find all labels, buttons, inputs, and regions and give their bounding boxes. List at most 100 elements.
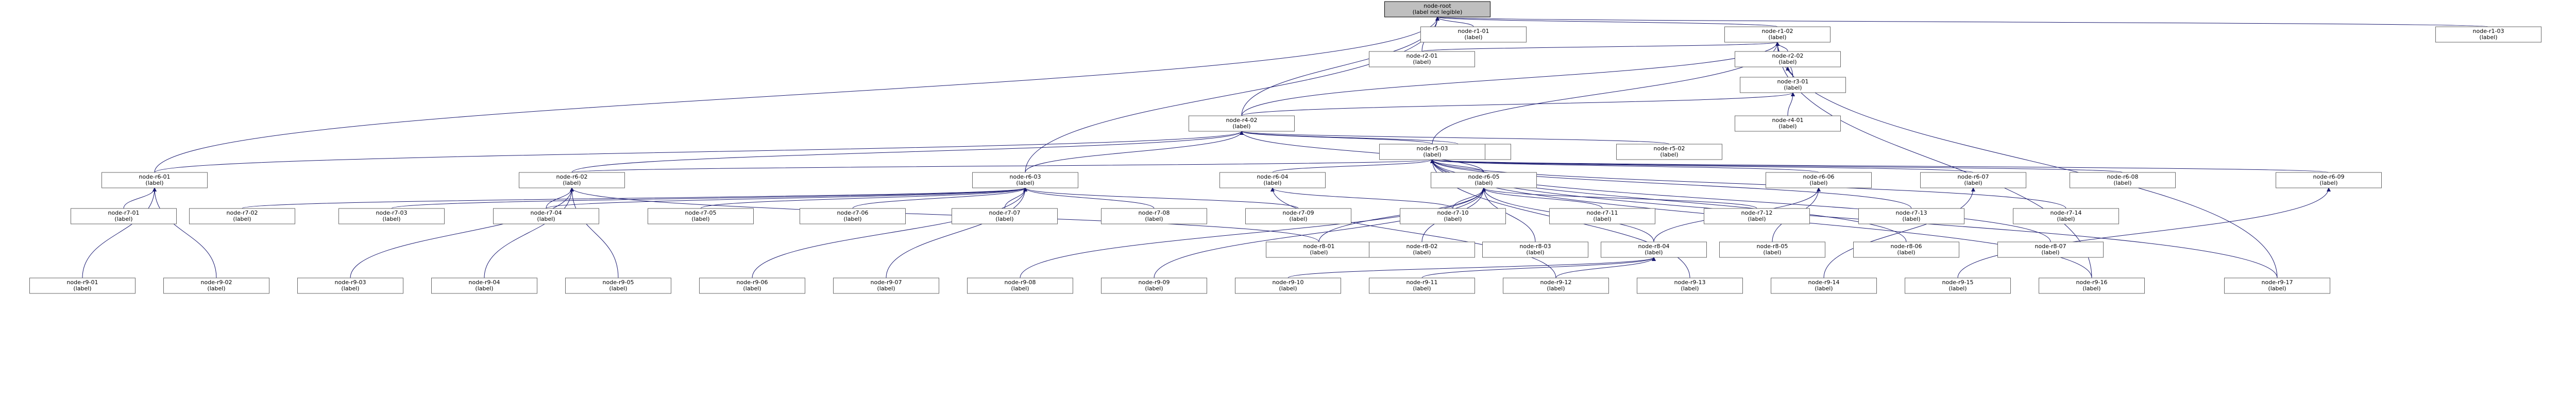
node-box bbox=[972, 172, 1078, 188]
node-label-line: (label) bbox=[2057, 216, 2075, 222]
graph-node-r4-01[interactable]: node-r4-01(label) bbox=[1735, 115, 1841, 132]
node-box bbox=[1997, 241, 2104, 258]
graph-node-r5-02[interactable]: node-r5-02(label) bbox=[1616, 144, 1722, 160]
graph-node-r7-14[interactable]: node-r7-14(label) bbox=[2013, 208, 2119, 224]
graph-node-r7-09[interactable]: node-r7-09(label) bbox=[1245, 208, 1351, 224]
node-box bbox=[1858, 208, 1964, 224]
graph-node-r7-12[interactable]: node-r7-12(label) bbox=[1704, 208, 1810, 224]
node-label-line: (label) bbox=[1547, 285, 1565, 292]
node-label-line: (label) bbox=[743, 285, 761, 292]
graph-node-r9-07[interactable]: node-r9-07(label) bbox=[833, 277, 939, 294]
node-box bbox=[1384, 1, 1490, 18]
graph-node-r9-10[interactable]: node-r9-10(label) bbox=[1235, 277, 1341, 294]
node-box bbox=[29, 277, 135, 294]
graph-node-r9-09[interactable]: node-r9-09(label) bbox=[1101, 277, 1207, 294]
graph-node-r7-06[interactable]: node-r7-06(label) bbox=[800, 208, 906, 224]
edge-r6-02-to-r4-02 bbox=[571, 131, 1244, 173]
node-box bbox=[1724, 26, 1831, 43]
graph-node-r2-02[interactable]: node-r2-02(label) bbox=[1735, 51, 1841, 67]
graph-node-r9-05[interactable]: node-r9-05(label) bbox=[565, 277, 671, 294]
graph-node-r9-14[interactable]: node-r9-14(label) bbox=[1771, 277, 1877, 294]
graph-node-r7-07[interactable]: node-r7-07(label) bbox=[952, 208, 1058, 224]
graph-node-r2-01[interactable]: node-r2-01(label) bbox=[1369, 51, 1475, 67]
graph-node-r7-04[interactable]: node-r7-04(label) bbox=[493, 208, 599, 224]
graph-node-r1-02[interactable]: node-r1-02(label) bbox=[1724, 26, 1831, 43]
node-box bbox=[2070, 172, 2176, 188]
node-box bbox=[1503, 277, 1609, 294]
graph-node-r9-08[interactable]: node-r9-08(label) bbox=[967, 277, 1073, 294]
node-label-line: node-r1-02 bbox=[1762, 28, 1793, 34]
node-label-line: (label) bbox=[1593, 216, 1611, 222]
node-label-line: (label) bbox=[382, 216, 400, 222]
graph-node-r6-09[interactable]: node-r6-09(label) bbox=[2276, 172, 2382, 188]
graph-node-r8-03[interactable]: node-r8-03(label) bbox=[1482, 241, 1588, 258]
node-label-line: node-r4-02 bbox=[1226, 117, 1258, 124]
edge-r9-14-to-r6-07 bbox=[1823, 187, 1975, 278]
graph-node-r8-07[interactable]: node-r8-07(label) bbox=[1997, 241, 2104, 258]
node-label-line: node-r2-02 bbox=[1772, 53, 1804, 59]
graph-node-r8-04[interactable]: node-r8-04(label) bbox=[1601, 241, 1707, 258]
node-label-line: node-r8-03 bbox=[1520, 243, 1551, 250]
node-label-line: (label) bbox=[995, 216, 1013, 222]
graph-node-r5-03[interactable]: node-r5-03(label) bbox=[1379, 144, 1485, 160]
graph-node-r7-03[interactable]: node-r7-03(label) bbox=[338, 208, 445, 224]
graph-node-r7-01[interactable]: node-r7-01(label) bbox=[71, 208, 177, 224]
edge-r9-12-to-r8-04 bbox=[1555, 257, 1656, 278]
node-label-line: node-r8-06 bbox=[1891, 243, 1922, 250]
node-label-line: (label) bbox=[2268, 285, 2286, 292]
graph-node-r7-02[interactable]: node-r7-02(label) bbox=[189, 208, 295, 224]
node-box bbox=[2435, 26, 2541, 43]
graph-node-r6-01[interactable]: node-r6-01(label) bbox=[101, 172, 208, 188]
graph-node-r9-04[interactable]: node-r9-04(label) bbox=[431, 277, 537, 294]
graph-node-r6-04[interactable]: node-r6-04(label) bbox=[1219, 172, 1326, 188]
graph-node-r8-05[interactable]: node-r8-05(label) bbox=[1719, 241, 1825, 258]
graph-node-r9-06[interactable]: node-r9-06(label) bbox=[699, 277, 805, 294]
graph-node-r7-10[interactable]: node-r7-10(label) bbox=[1400, 208, 1506, 224]
graph-node-r1-01[interactable]: node-r1-01(label) bbox=[1420, 26, 1527, 43]
graph-node-r9-03[interactable]: node-r9-03(label) bbox=[297, 277, 403, 294]
graph-node-r8-02[interactable]: node-r8-02(label) bbox=[1369, 241, 1475, 258]
node-box bbox=[1735, 51, 1841, 67]
graph-node-r4-02[interactable]: node-r4-02(label) bbox=[1189, 115, 1295, 132]
node-label-line: (label) bbox=[1145, 216, 1163, 222]
graph-node-r9-12[interactable]: node-r9-12(label) bbox=[1503, 277, 1609, 294]
node-label-line: (label) bbox=[1948, 285, 1967, 292]
node-label-line: node-r7-09 bbox=[1283, 210, 1314, 216]
node-label-line: (label) bbox=[341, 285, 359, 292]
graph-node-r8-01[interactable]: node-r8-01(label) bbox=[1266, 241, 1372, 258]
graph-node-r9-16[interactable]: node-r9-16(label) bbox=[2039, 277, 2145, 294]
graph-node-r6-05[interactable]: node-r6-05(label) bbox=[1431, 172, 1537, 188]
graph-node-r9-11[interactable]: node-r9-11(label) bbox=[1369, 277, 1475, 294]
graph-node-r9-15[interactable]: node-r9-15(label) bbox=[1905, 277, 2011, 294]
node-label-line: (label) bbox=[1016, 180, 1034, 186]
graph-node-r9-13[interactable]: node-r9-13(label) bbox=[1637, 277, 1743, 294]
node-label-line: (label) bbox=[1413, 285, 1431, 292]
node-label-line: node-r9-01 bbox=[67, 279, 98, 286]
edge-r6-09-to-r5-03 bbox=[1431, 159, 2329, 173]
graph-node-r7-05[interactable]: node-r7-05(label) bbox=[648, 208, 754, 224]
graph-node-r6-07[interactable]: node-r6-07(label) bbox=[1920, 172, 2026, 188]
graph-node-r9-01[interactable]: node-r9-01(label) bbox=[29, 277, 135, 294]
edge-r7-12-to-r6-05 bbox=[1482, 187, 1757, 209]
graph-node-r7-08[interactable]: node-r7-08(label) bbox=[1101, 208, 1207, 224]
graph-node-r6-02[interactable]: node-r6-02(label) bbox=[519, 172, 625, 188]
node-box bbox=[1235, 277, 1341, 294]
graph-node-r6-08[interactable]: node-r6-08(label) bbox=[2070, 172, 2176, 188]
node-label-line: node-r9-08 bbox=[1005, 279, 1036, 286]
graph-node-r6-03[interactable]: node-r6-03(label) bbox=[972, 172, 1078, 188]
graph-node-r9-02[interactable]: node-r9-02(label) bbox=[163, 277, 269, 294]
node-label-line: (label) bbox=[1763, 249, 1781, 256]
node-label-line: node-r1-03 bbox=[2473, 28, 2504, 34]
edge-r8-07-to-r5-03 bbox=[1430, 159, 2051, 242]
edge-r9-03-to-r6-02 bbox=[350, 187, 574, 278]
graph-node-r7-13[interactable]: node-r7-13(label) bbox=[1858, 208, 1964, 224]
graph-node-r8-06[interactable]: node-r8-06(label) bbox=[1853, 241, 1959, 258]
graph-node-r9-17[interactable]: node-r9-17(label) bbox=[2224, 277, 2330, 294]
graph-node-r7-11[interactable]: node-r7-11(label) bbox=[1549, 208, 1655, 224]
graph-node-r6-06[interactable]: node-r6-06(label) bbox=[1766, 172, 1872, 188]
graph-node-r1-03[interactable]: node-r1-03(label) bbox=[2435, 26, 2541, 43]
graph-node-r3-01[interactable]: node-r3-01(label) bbox=[1740, 77, 1846, 93]
root-node[interactable]: node-root(label not legible) bbox=[1384, 1, 1490, 18]
node-label-line: (label) bbox=[1413, 249, 1431, 256]
node-label-line: node-r9-06 bbox=[737, 279, 768, 286]
